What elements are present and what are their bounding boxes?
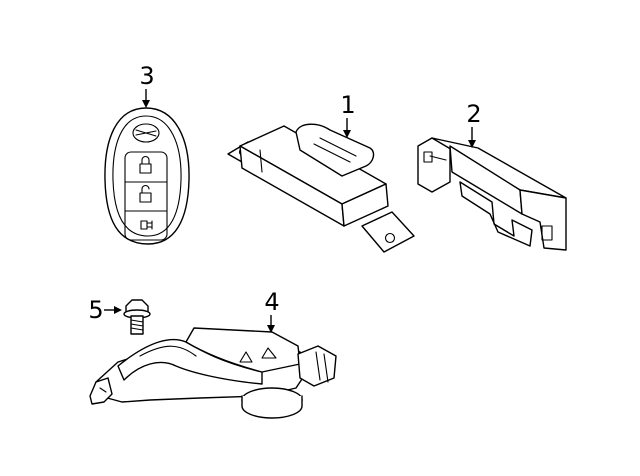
callout-label-3: 3 xyxy=(139,62,154,90)
trunk-release-icon xyxy=(140,220,153,230)
lock-icon xyxy=(139,155,152,174)
bracket xyxy=(417,137,567,251)
callout-label-1: 1 xyxy=(340,91,355,119)
callout-1: 1 xyxy=(340,91,356,138)
callout-4: 4 xyxy=(264,288,280,333)
callout-2: 2 xyxy=(466,100,482,148)
bolt xyxy=(123,299,151,335)
key-fob xyxy=(104,107,190,245)
callout-5: 5 xyxy=(88,296,122,324)
antenna-unit xyxy=(89,327,337,419)
control-module xyxy=(227,123,415,253)
callout-label-2: 2 xyxy=(466,100,481,128)
callout-label-4: 4 xyxy=(264,288,279,316)
unlock-icon xyxy=(139,184,152,203)
callout-3: 3 xyxy=(139,62,155,108)
callout-label-5: 5 xyxy=(88,296,103,324)
